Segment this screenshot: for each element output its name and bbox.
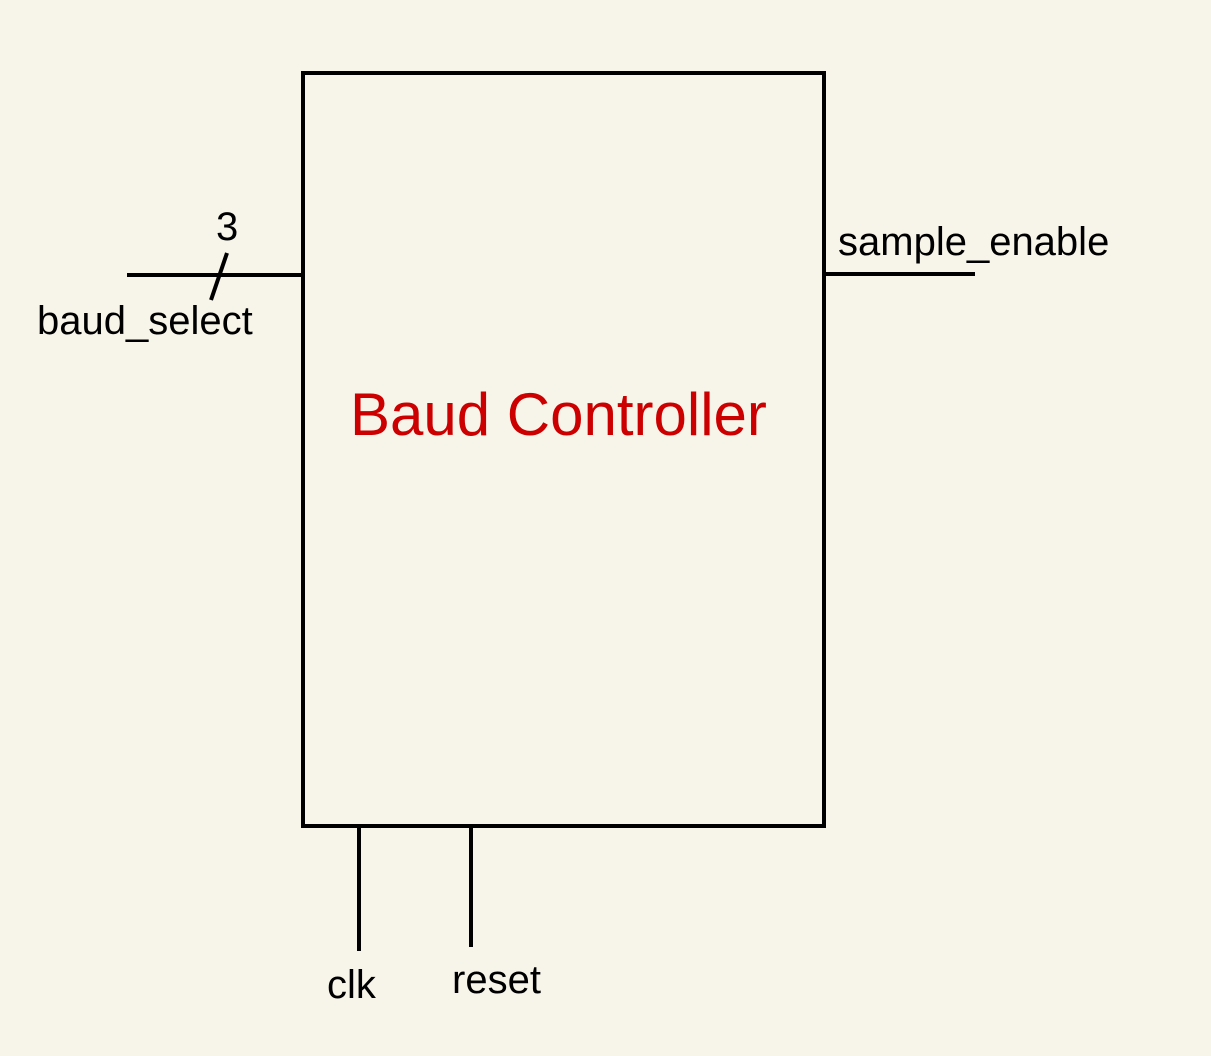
sample-enable-label: sample_enable: [838, 220, 1110, 264]
baud-controller-block: [301, 71, 826, 828]
block-title: Baud Controller: [350, 381, 767, 448]
clk-label: clk: [327, 963, 376, 1007]
baud-select-label: baud_select: [37, 299, 253, 343]
bus-width-label: 3: [216, 205, 239, 249]
reset-label: reset: [452, 958, 541, 1002]
bus-width-slash: [209, 252, 229, 301]
